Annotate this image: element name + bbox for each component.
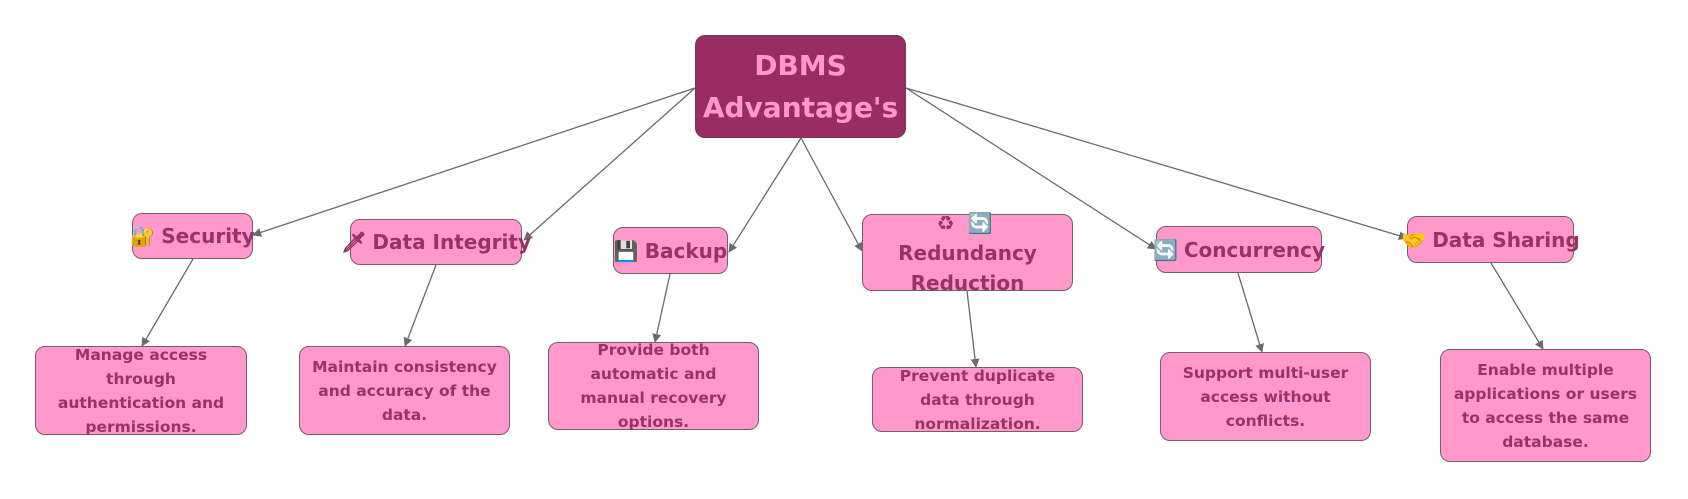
topic-concurrency[interactable]: 🔄 Concurrency: [1152, 226, 1326, 273]
topic-backup[interactable]: 💾 Backup: [613, 227, 728, 274]
topic-label: Data Sharing: [1432, 227, 1580, 252]
description-text: Maintain consistency and accuracy of the…: [312, 357, 497, 424]
lock-key-icon: 🔐: [130, 224, 156, 248]
desc-data-integrity[interactable]: Maintain consistency and accuracy of the…: [299, 346, 510, 435]
topic-label: Data Integrity: [372, 230, 531, 254]
edge-integrity-desc: [403, 264, 437, 347]
topic-data-sharing[interactable]: 🤝 Data Sharing: [1401, 216, 1580, 263]
missing-glyph-icon: 🤝: [1401, 227, 1427, 252]
topic-redundancy-reduction[interactable]: ♻ 🔄 Redundancy Reduction: [862, 211, 1073, 295]
topic-label: Backup: [644, 238, 728, 263]
edge-redundancy-desc: [966, 290, 980, 368]
recycle-icon: ♻: [936, 210, 955, 235]
description-text: Enable multiple applications or users to…: [1453, 360, 1638, 451]
edge-root-integrity: [523, 87, 696, 241]
missing-glyph-icon: 🗡: [341, 230, 367, 254]
edge-backup-desc: [652, 273, 671, 343]
desc-backup[interactable]: Provide both automatic and manual recove…: [548, 341, 759, 431]
edge-sharing-desc: [1490, 262, 1544, 350]
edge-security-desc: [141, 258, 194, 347]
topic-label: Security: [161, 224, 255, 248]
edge-concurrency-desc: [1237, 272, 1264, 353]
floppy-disk-icon: 💾: [613, 238, 639, 263]
topic-security[interactable]: 🔐 Security: [130, 213, 255, 259]
desc-security[interactable]: Manage access through authentication and…: [35, 346, 247, 436]
edge-root-backup: [728, 137, 802, 253]
desc-redundancy-reduction[interactable]: Prevent duplicate data through normaliza…: [872, 367, 1083, 433]
description-text: Provide both automatic and manual recove…: [580, 341, 727, 431]
refresh-arrows-icon: 🔄: [967, 210, 993, 235]
description-text: Support multi-user access without confli…: [1182, 363, 1349, 430]
desc-concurrency[interactable]: Support multi-user access without confli…: [1160, 352, 1371, 441]
description-text: Prevent duplicate data through normaliza…: [899, 366, 1056, 433]
refresh-arrows-icon: 🔄: [1152, 237, 1178, 262]
topic-data-integrity[interactable]: 🗡 Data Integrity: [341, 219, 531, 265]
edge-root-security: [252, 87, 696, 237]
root-title-line-2: Advantage's: [702, 90, 899, 124]
topic-label: Concurrency: [1183, 237, 1326, 262]
root-node[interactable]: DBMS Advantage's: [695, 35, 906, 138]
topic-label: Redundancy Reduction: [898, 240, 1037, 295]
edge-root-redundancy: [800, 137, 863, 252]
description-text: Manage access through authentication and…: [57, 345, 225, 436]
root-title-line-1: DBMS: [754, 48, 847, 82]
desc-data-sharing[interactable]: Enable multiple applications or users to…: [1440, 349, 1651, 462]
